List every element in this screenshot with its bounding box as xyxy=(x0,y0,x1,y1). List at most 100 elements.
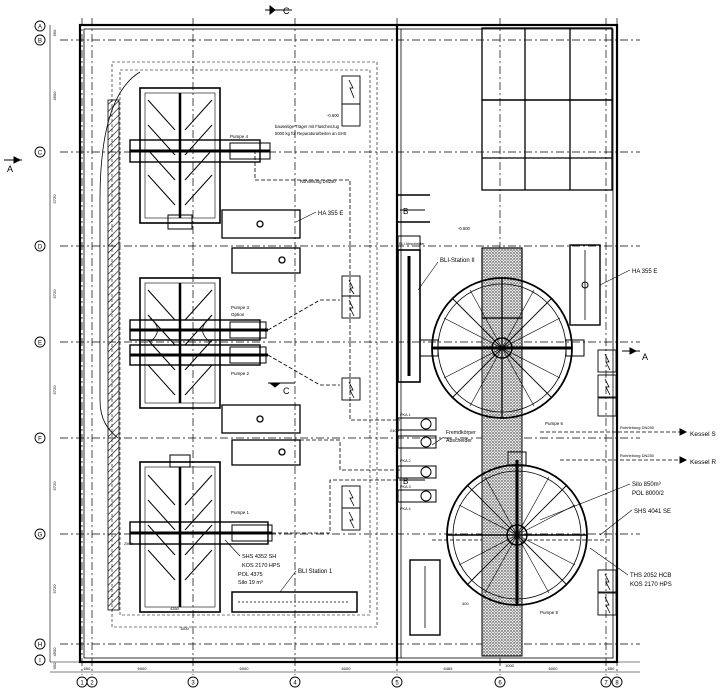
label-pk3: PKA 3 xyxy=(400,485,411,489)
label-ths-2: KOS 2170 HPS xyxy=(630,582,672,588)
axis-row-C: C xyxy=(38,150,43,156)
axis-row-B: B xyxy=(38,38,42,44)
label-elev-right: -0.600 xyxy=(458,226,471,231)
kessel-arrows xyxy=(679,428,688,464)
col-dimension: 6000 xyxy=(342,666,352,671)
ha355-left-units xyxy=(221,209,301,466)
label-shs-3: POL 4375 xyxy=(238,572,263,578)
label-ha355-right: HA 355 E xyxy=(632,269,657,275)
axis-row-E: E xyxy=(38,340,42,346)
ha355-right-unit xyxy=(569,244,601,326)
row-dimension: 5720 xyxy=(52,584,57,594)
label-shs-2: KOS 2170 HPS xyxy=(242,563,281,569)
shaker-unit-2 xyxy=(129,277,268,409)
label-shs4041: SHS 4041 SE xyxy=(634,509,671,515)
label-silo-1: Silo 850m³ xyxy=(632,482,661,488)
axis-col-2-circle xyxy=(86,676,98,688)
axis-col-4: 4 xyxy=(293,680,297,686)
section-mark-b1: B xyxy=(403,207,408,216)
axis-row-G-circle xyxy=(34,528,46,540)
label-shs-4: Silo 19 m³ xyxy=(238,580,263,586)
label-dim-4350: 4350 xyxy=(170,606,180,611)
col-dimension: 6000 xyxy=(240,666,250,671)
label-rohr-r: Rohrleitung DN250 xyxy=(620,453,655,458)
axis-row-I-circle xyxy=(34,654,46,666)
label-pumpe4: Pumpe 4 xyxy=(230,134,249,139)
row-dimension: 5720 xyxy=(52,481,57,491)
row-dimension: 4500 xyxy=(52,91,57,101)
row-dimension: 5720 xyxy=(52,194,57,204)
label-kessel-r: Kessel R xyxy=(690,459,716,466)
label-option: Option xyxy=(231,312,245,317)
axis-row-F: F xyxy=(38,436,42,442)
label-dim-2500: 2500 xyxy=(124,541,134,546)
label-bli-station1: BLI Station 1 xyxy=(298,569,333,575)
building-walls xyxy=(78,23,619,664)
axis-col-5-circle xyxy=(391,676,403,688)
axis-row-F-circle xyxy=(34,432,46,444)
section-mark-mid: C xyxy=(283,386,290,396)
leader-lines xyxy=(224,211,633,593)
axis-col-8-circle xyxy=(611,676,623,688)
axis-col-4-circle xyxy=(289,676,301,688)
axis-col-8: 8 xyxy=(615,680,619,686)
bli-station-2-column xyxy=(397,235,421,383)
top-right-rooms xyxy=(481,27,613,191)
label-traeger-2: 5000 kg für Reparaturarbeiten an SHS xyxy=(275,131,347,136)
axis-row-H-circle xyxy=(34,638,46,650)
bli-station-1-strip xyxy=(231,591,358,613)
section-markers xyxy=(4,4,640,481)
section-mark-right: A xyxy=(642,352,648,362)
dimension-lines xyxy=(49,25,640,673)
axis-col-6-circle xyxy=(494,676,506,688)
axis-row-B-circle xyxy=(34,34,46,46)
axis-col-3-circle xyxy=(187,676,199,688)
small-unit-lower xyxy=(409,559,441,636)
label-elev-top: -0.600 xyxy=(327,113,340,118)
col-dimension: 6000 xyxy=(138,666,148,671)
label-pk2: PKA 2 xyxy=(400,459,411,463)
axis-row-I: I xyxy=(39,658,41,664)
shaker-unit-3 xyxy=(129,454,273,613)
label-pumpe5: Pumpe 5 xyxy=(540,610,559,615)
thickener-6 xyxy=(419,277,585,419)
axis-col-6: 6 xyxy=(498,680,502,686)
axis-col-2: 2 xyxy=(90,680,94,686)
row-dimension: 5720 xyxy=(52,385,57,395)
row-dimension: 4500 xyxy=(52,647,57,657)
col-dimension: 650 xyxy=(84,666,91,671)
thickener-5 xyxy=(446,451,588,606)
axis-row-H: H xyxy=(38,642,42,648)
label-ths-1: THS 2052 HCB xyxy=(630,573,671,579)
axis-row-G: G xyxy=(38,532,43,538)
axis-row-C-circle xyxy=(34,146,46,158)
label-fremdkoerper-1: Fremdkörper xyxy=(446,430,476,436)
col-dimension: 6465 xyxy=(444,666,454,671)
label-rohrleitung1: Rohrleitung DN250 xyxy=(300,179,336,184)
label-pumpe3: Pumpe 3 xyxy=(231,305,250,310)
pka-pumps xyxy=(397,417,437,503)
label-pk1: PKA 1 xyxy=(400,413,411,417)
label-ha355-left: HA 355 E xyxy=(318,211,343,217)
electrical-cabinets-left xyxy=(341,75,361,531)
label-silo-2: POL 8000/2 xyxy=(632,491,664,497)
axis-row-E-circle xyxy=(34,336,46,348)
pipe-runs xyxy=(254,150,680,541)
label-traeger-1: bauseitige Träger mit Flaschenzug xyxy=(275,124,340,129)
label-shs-1: SHS 4352 SH xyxy=(242,554,276,560)
label-dim-400: 400 xyxy=(462,601,469,606)
label-pumpe2: Pumpe 2 xyxy=(231,371,250,376)
label-bli-station2: BLI-Station II xyxy=(440,258,475,264)
left-area-outline xyxy=(99,61,378,628)
axis-col-5: 5 xyxy=(395,680,399,686)
label-bli-box: BLI Abscheider xyxy=(399,242,425,246)
label-dim-side: 2400 xyxy=(390,428,400,433)
label-rohr-s: Rohrleitung DN250 xyxy=(620,425,655,430)
axis-col-7-circle xyxy=(600,676,612,688)
col-dimension: 6000 xyxy=(549,666,559,671)
section-mark-b2: B xyxy=(403,477,408,486)
axis-row-A-circle xyxy=(34,20,46,32)
shaker-unit-1 xyxy=(129,87,271,230)
